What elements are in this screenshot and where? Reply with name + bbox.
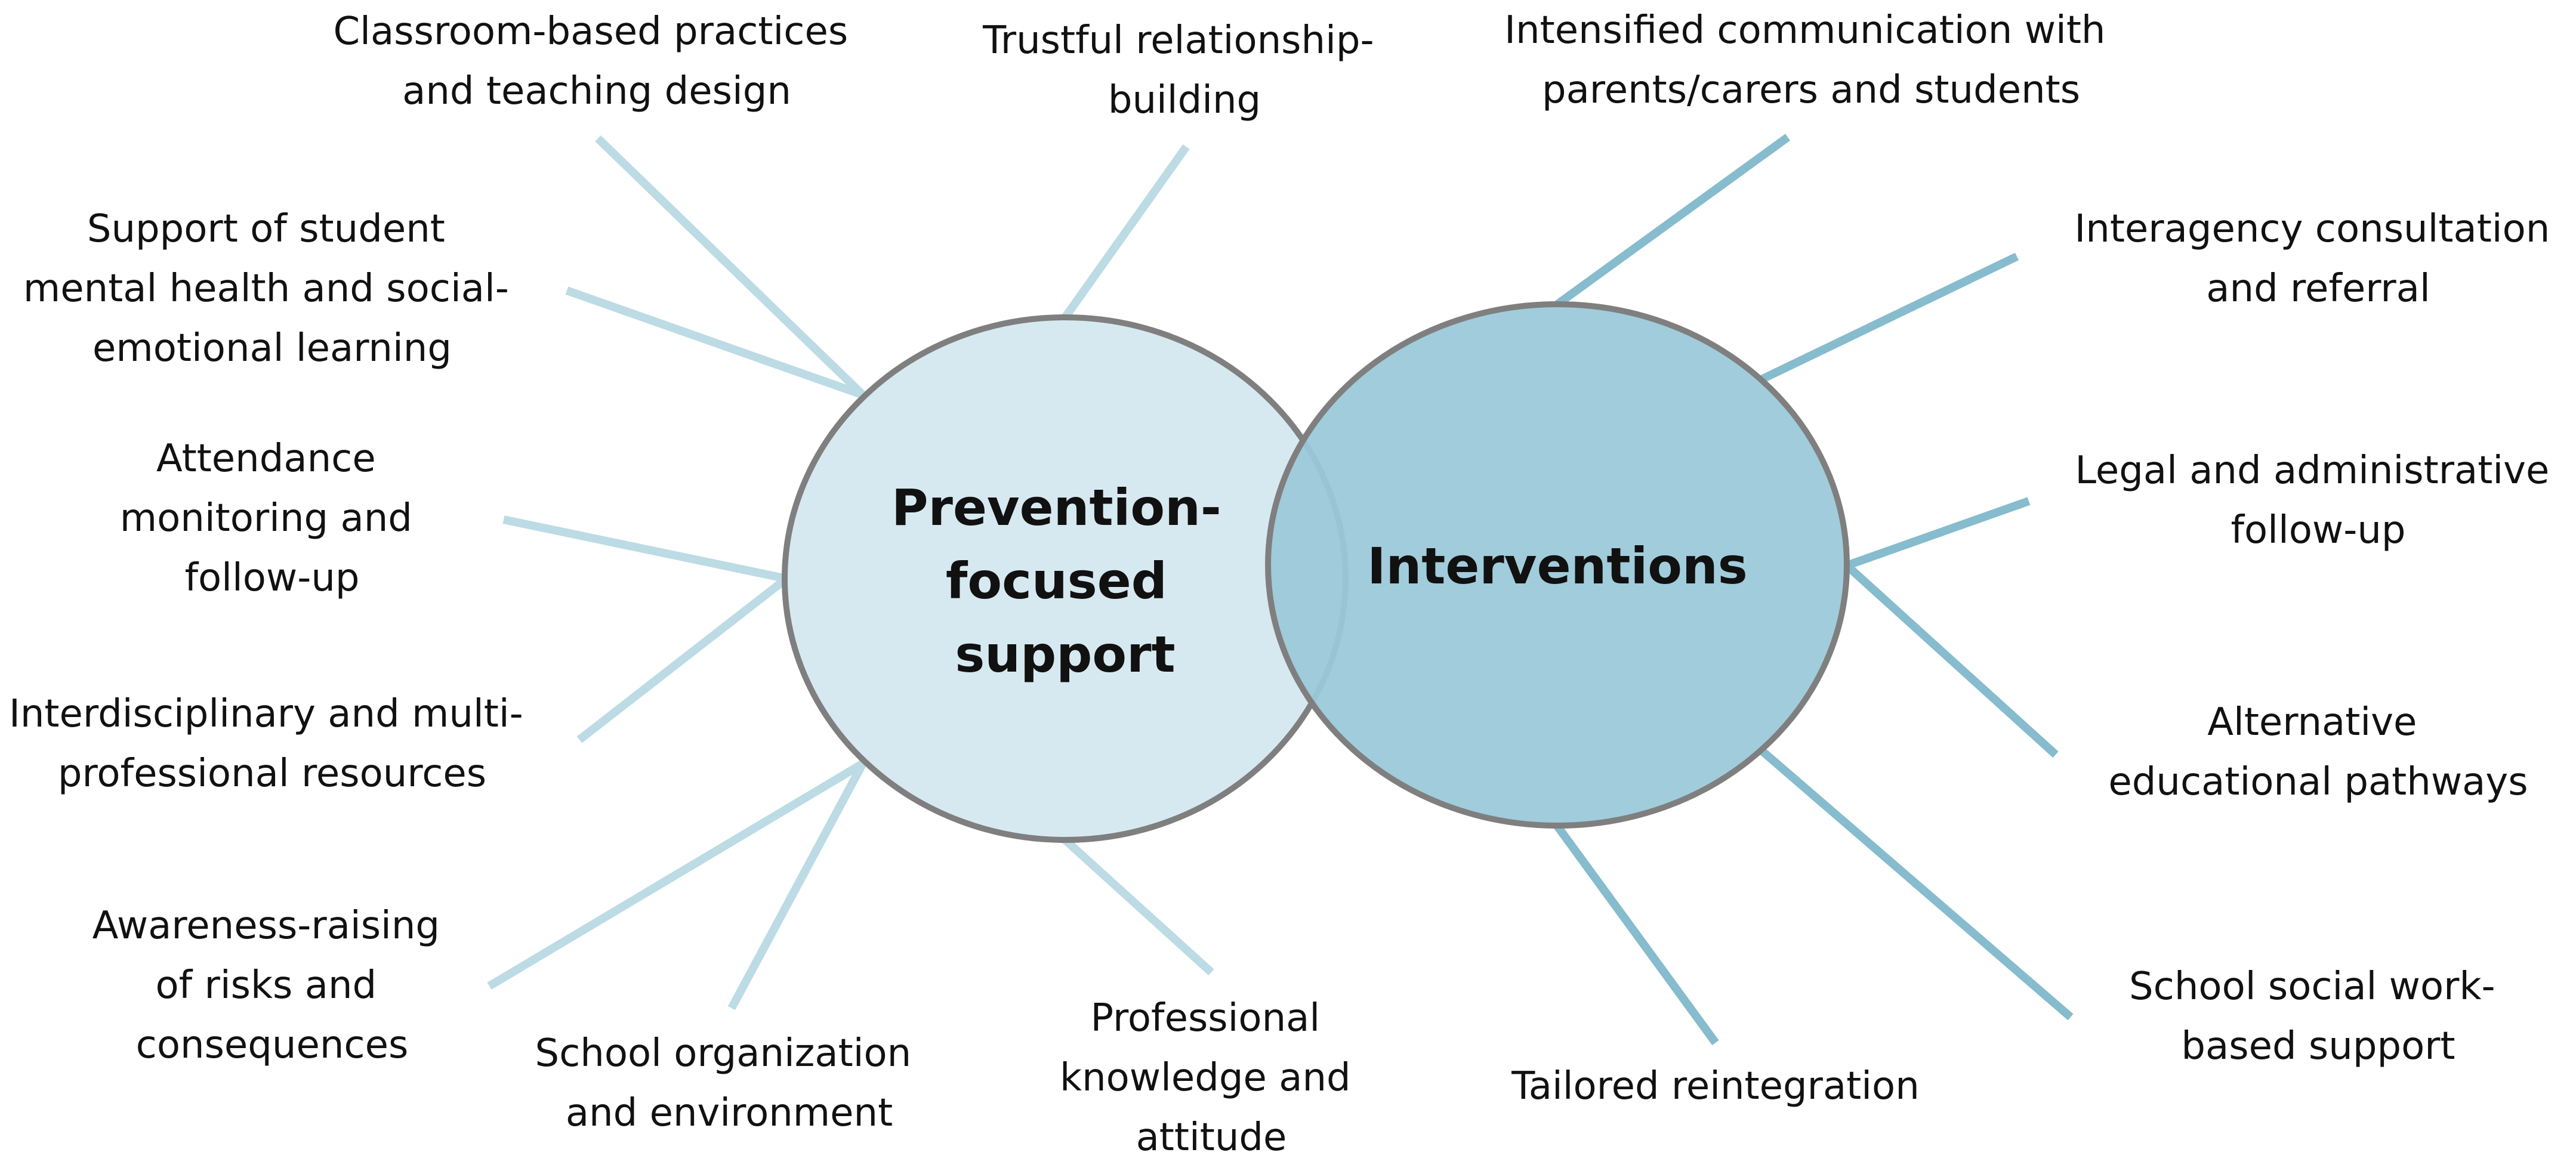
label-interagency: Interagency consultation and referral — [2074, 207, 2562, 311]
label-awareness-line-3: consequences — [136, 1023, 409, 1067]
label-professional-knowledge-line-3: attitude — [1136, 1116, 1287, 1160]
label-school-organization-line-2: and environment — [566, 1091, 893, 1135]
spoke-legal — [1845, 497, 2031, 570]
label-school-organization-line-1: School organization — [535, 1031, 911, 1076]
spoke-reintegration — [1554, 823, 1719, 1046]
spoke-classroom — [595, 135, 866, 398]
prevention-title-line-3: support — [955, 625, 1175, 684]
spoke-school-organization — [727, 761, 867, 1011]
label-reintegration-line-1: Tailored reintegration — [1511, 1064, 1920, 1108]
spoke-attendance — [502, 515, 788, 583]
label-trustful: Trustful relationship- building — [982, 18, 1386, 122]
spoke-mental-health — [565, 286, 865, 399]
label-interdisciplinary: Interdisciplinary and multi- professiona… — [9, 692, 535, 796]
prevention-spokes — [487, 135, 1214, 1011]
label-attendance-line-2: monitoring and — [120, 496, 412, 540]
label-alternative-line-1: Alternative — [2207, 700, 2417, 744]
spoke-interagency — [1759, 252, 2019, 384]
label-attendance-line-3: follow-up — [184, 556, 359, 600]
label-awareness: Awareness-raising of risks and consequen… — [92, 904, 452, 1067]
label-awareness-line-1: Awareness-raising — [92, 904, 440, 948]
label-mental-health-line-2: mental health and social- — [23, 267, 509, 311]
label-alternative: Alternative educational pathways — [2108, 700, 2528, 804]
label-mental-health-line-1: Support of student — [87, 207, 445, 251]
interventions-title: Interventions — [1367, 537, 1748, 595]
label-communication: Intensified communication with parents/c… — [1504, 8, 2118, 112]
label-classroom: Classroom-based practices and teaching d… — [333, 10, 860, 113]
label-attendance-line-1: Attendance — [156, 437, 376, 481]
spoke-social-work — [1759, 747, 2074, 1021]
label-communication-line-1: Intensified communication with — [1504, 8, 2105, 52]
label-social-work-line-2: based support — [2181, 1024, 2455, 1068]
label-interagency-line-1: Interagency consultation — [2074, 207, 2550, 251]
label-alternative-line-2: educational pathways — [2108, 760, 2528, 804]
label-mental-health: Support of student mental health and soc… — [23, 207, 521, 370]
label-legal-line-1: Legal and administrative — [2075, 449, 2549, 493]
label-classroom-line-1: Classroom-based practices — [333, 10, 848, 54]
label-awareness-line-2: of risks and — [156, 963, 377, 1008]
spoke-awareness — [487, 759, 865, 990]
label-social-work-line-1: School social work- — [2129, 965, 2495, 1009]
label-trustful-line-2: building — [1108, 78, 1261, 122]
label-mental-health-line-3: emotional learning — [92, 326, 452, 370]
label-trustful-line-1: Trustful relationship- — [982, 18, 1374, 63]
label-professional-knowledge-line-1: Professional — [1091, 996, 1321, 1040]
label-professional-knowledge: Professional knowledge and attitude — [1060, 996, 1363, 1160]
prevention-title-line-2: focused — [946, 552, 1167, 610]
label-attendance: Attendance monitoring and follow-up — [120, 437, 424, 600]
interventions-title-line-1: Interventions — [1367, 537, 1748, 595]
spoke-trustful — [1062, 144, 1190, 320]
label-reintegration: Tailored reintegration — [1511, 1064, 1920, 1108]
label-school-organization: School organization and environment — [535, 1031, 923, 1135]
label-professional-knowledge-line-2: knowledge and — [1060, 1056, 1351, 1100]
label-interagency-line-2: and referral — [2206, 267, 2430, 311]
label-social-work: School social work- based support — [2129, 965, 2507, 1068]
label-legal: Legal and administrative follow-up — [2075, 449, 2561, 552]
label-communication-line-2: parents/carers and students — [1542, 68, 2080, 112]
spoke-alternative — [1844, 562, 2059, 758]
spoke-interdisciplinary — [576, 575, 789, 743]
interventions-spokes — [1554, 134, 2074, 1046]
label-classroom-line-2: and teaching design — [402, 69, 791, 113]
interventions-circle — [1265, 301, 1850, 829]
label-interdisciplinary-line-2: professional resources — [58, 752, 486, 796]
spoke-professional-knowledge — [1062, 836, 1214, 976]
label-interdisciplinary-line-1: Interdisciplinary and multi- — [9, 692, 523, 736]
spoke-communication — [1554, 134, 1791, 308]
label-legal-line-2: follow-up — [2231, 508, 2405, 552]
prevention-title-line-1: Prevention- — [891, 478, 1221, 537]
prevention-title: Prevention- focused support — [891, 478, 1239, 684]
